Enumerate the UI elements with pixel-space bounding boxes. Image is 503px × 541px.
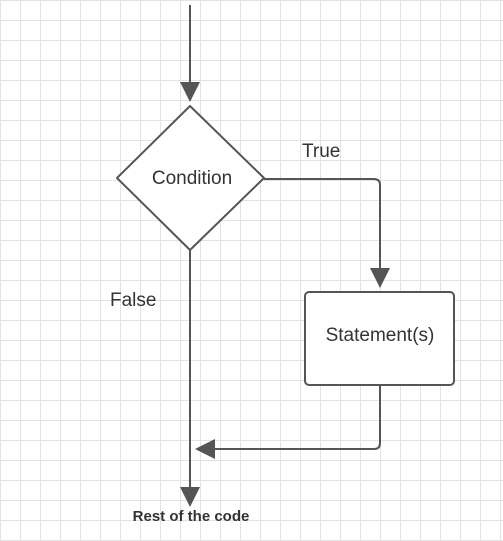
true-branch-arrow [264, 178, 390, 288]
condition-label: Condition [152, 168, 232, 189]
rest-of-code-label: Rest of the code [133, 508, 250, 525]
true-label: True [302, 141, 340, 162]
statement-label: Statement(s) [326, 325, 435, 346]
return-arrow [195, 385, 381, 459]
false-label: False [110, 290, 156, 311]
